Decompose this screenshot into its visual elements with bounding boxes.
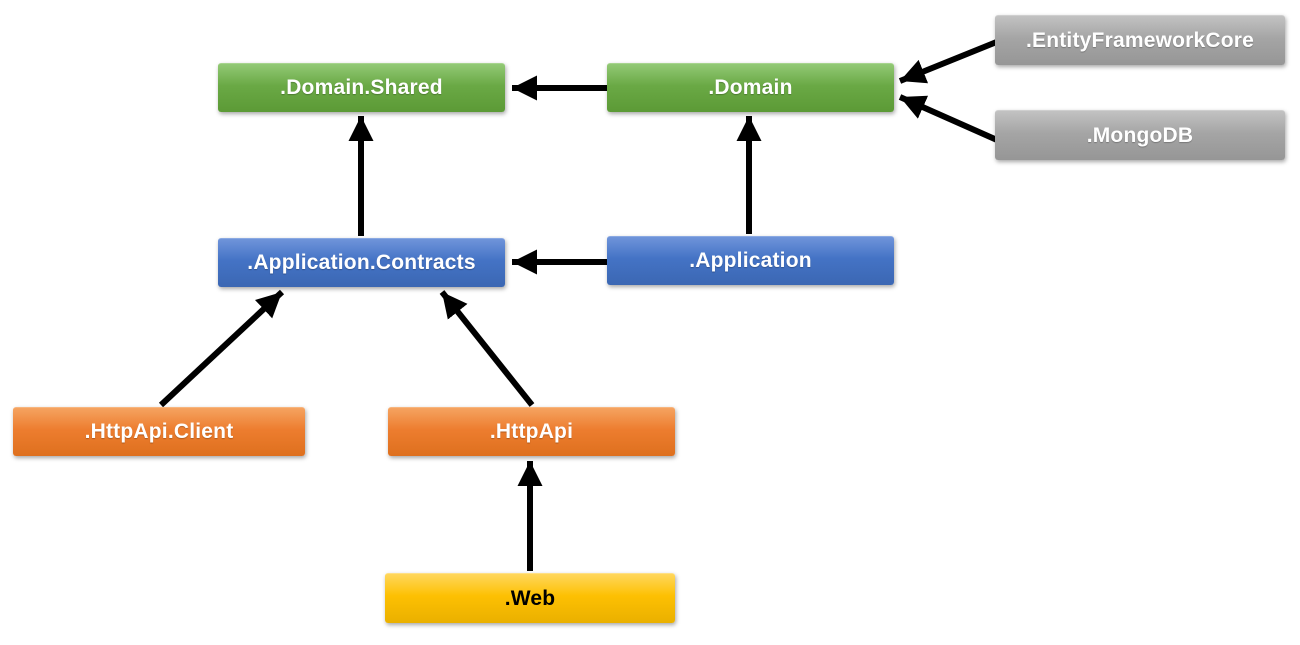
edge-efcore-to-domain [898,38,1001,84]
node-label: .MongoDB [1086,123,1194,147]
node-httpapi: .HttpApi [388,407,675,456]
node-entity-framework-core: .EntityFrameworkCore [995,15,1285,65]
node-httpapi-client: .HttpApi.Client [13,407,305,456]
node-web: .Web [385,573,675,623]
edge-httpapi-client-to-application-contracts [158,289,285,408]
node-label: .Domain [708,76,793,99]
edge-mongodb-to-domain [898,94,999,143]
node-label: .Application [689,249,812,272]
node-label: .Domain.Shared [280,76,443,99]
node-mongodb: .MongoDB [995,110,1285,160]
edge-httpapi-to-application-contracts [439,290,535,407]
node-label: .EntityFrameworkCore [1025,28,1255,52]
node-application: .Application [607,236,894,285]
node-label: .HttpApi.Client [84,420,234,443]
node-domain: .Domain [607,63,894,112]
node-label: .Application.Contracts [247,251,476,274]
node-application-contracts: .Application.Contracts [218,238,505,287]
node-label: .HttpApi [489,420,574,443]
node-domain-shared: .Domain.Shared [218,63,505,112]
node-label: .Web [504,586,556,610]
